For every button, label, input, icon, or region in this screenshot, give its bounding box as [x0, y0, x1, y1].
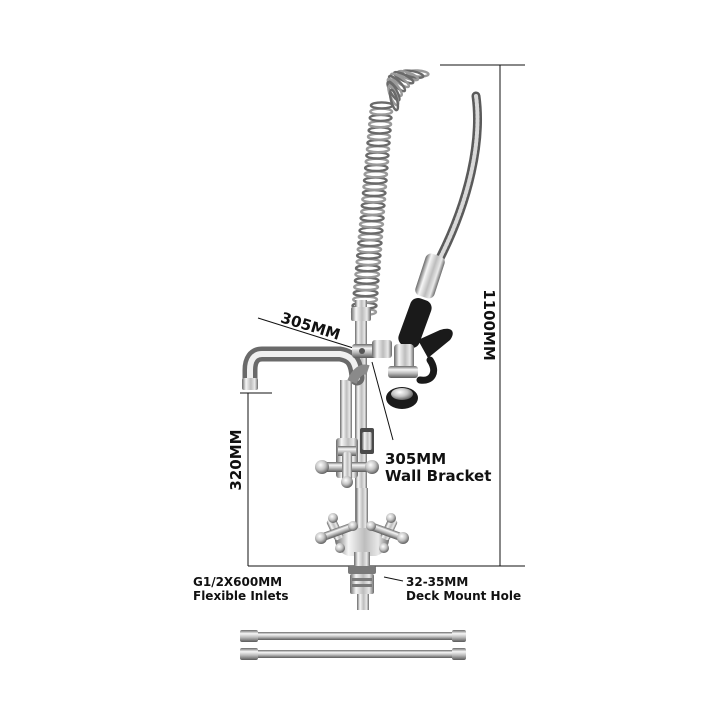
spout-cross-handle[interactable]: [315, 446, 379, 488]
deck-hole-pointer: [383, 576, 404, 582]
spring-coil-turn: [361, 195, 387, 204]
spring-coil-turn: [388, 88, 400, 112]
spring-coil-turn: [353, 282, 380, 292]
spring-coil-turn: [366, 132, 392, 141]
flexible-inlet-hose-1: [240, 630, 466, 642]
riser-height-label: 320MM: [227, 429, 245, 490]
swing-spout: [242, 346, 370, 455]
deck-hole-text: Deck Mount Hole: [406, 588, 522, 603]
right-cross-handle[interactable]: [366, 513, 409, 553]
spring-coil-turn: [389, 72, 411, 89]
spring-coil-turn: [365, 144, 391, 154]
inlets-size: G1/2X600MM: [193, 575, 283, 589]
inlets-text: Flexible Inlets: [193, 588, 289, 603]
spring-coil-turn: [363, 170, 389, 179]
spring-coil-turn: [387, 74, 407, 93]
spout-lower-pipe: [340, 380, 352, 455]
spring-coil-turn: [356, 245, 383, 254]
spring-coil-turn: [353, 276, 380, 285]
spring-coil-turn: [359, 213, 385, 223]
inlets-caption: G1/2X600MM Flexible Inlets: [193, 575, 289, 604]
deck-mount-shank: [350, 574, 374, 610]
spring-coil-turn: [355, 257, 382, 267]
spring-coil-turn: [362, 182, 388, 192]
pre-rinse-spray-valve[interactable]: [386, 252, 453, 409]
spring-coil-turn: [354, 264, 381, 273]
spring-coil-turn: [358, 226, 384, 235]
deck-hole-size: 32-35MM: [406, 575, 469, 589]
spout-length-label: 305MM: [279, 309, 343, 344]
dimension-lines: [240, 64, 525, 582]
wall-bracket-caption: 305MM Wall Bracket: [385, 450, 492, 486]
deck-hole-caption: 32-35MM Deck Mount Hole: [406, 575, 522, 604]
bracket-pointer: [371, 361, 394, 441]
spring-coil: [350, 69, 430, 317]
lower-riser-tube: [356, 488, 368, 528]
spring-coil-turn: [367, 119, 393, 129]
spout-305-line: [257, 317, 367, 353]
spring-coil-turn: [368, 113, 393, 123]
wall-bracket-text: Wall Bracket: [385, 467, 492, 486]
spring-coil-turn: [357, 232, 384, 242]
spring-coil-turn: [360, 201, 386, 210]
mixing-valve-body: [334, 528, 390, 576]
riser-collar: [351, 307, 371, 321]
flexible-inlet-hose-2: [240, 648, 466, 660]
spring-coil-turn: [369, 101, 394, 110]
left-cross-handle[interactable]: [315, 513, 358, 553]
spout-aerator: [242, 378, 258, 390]
wall-bracket: [352, 340, 392, 358]
wall-bracket-size: 305MM: [385, 450, 447, 468]
spring-coil-turn: [363, 163, 389, 173]
spring-coil-turn: [365, 151, 390, 160]
total-height-label: 1100MM: [480, 289, 498, 361]
